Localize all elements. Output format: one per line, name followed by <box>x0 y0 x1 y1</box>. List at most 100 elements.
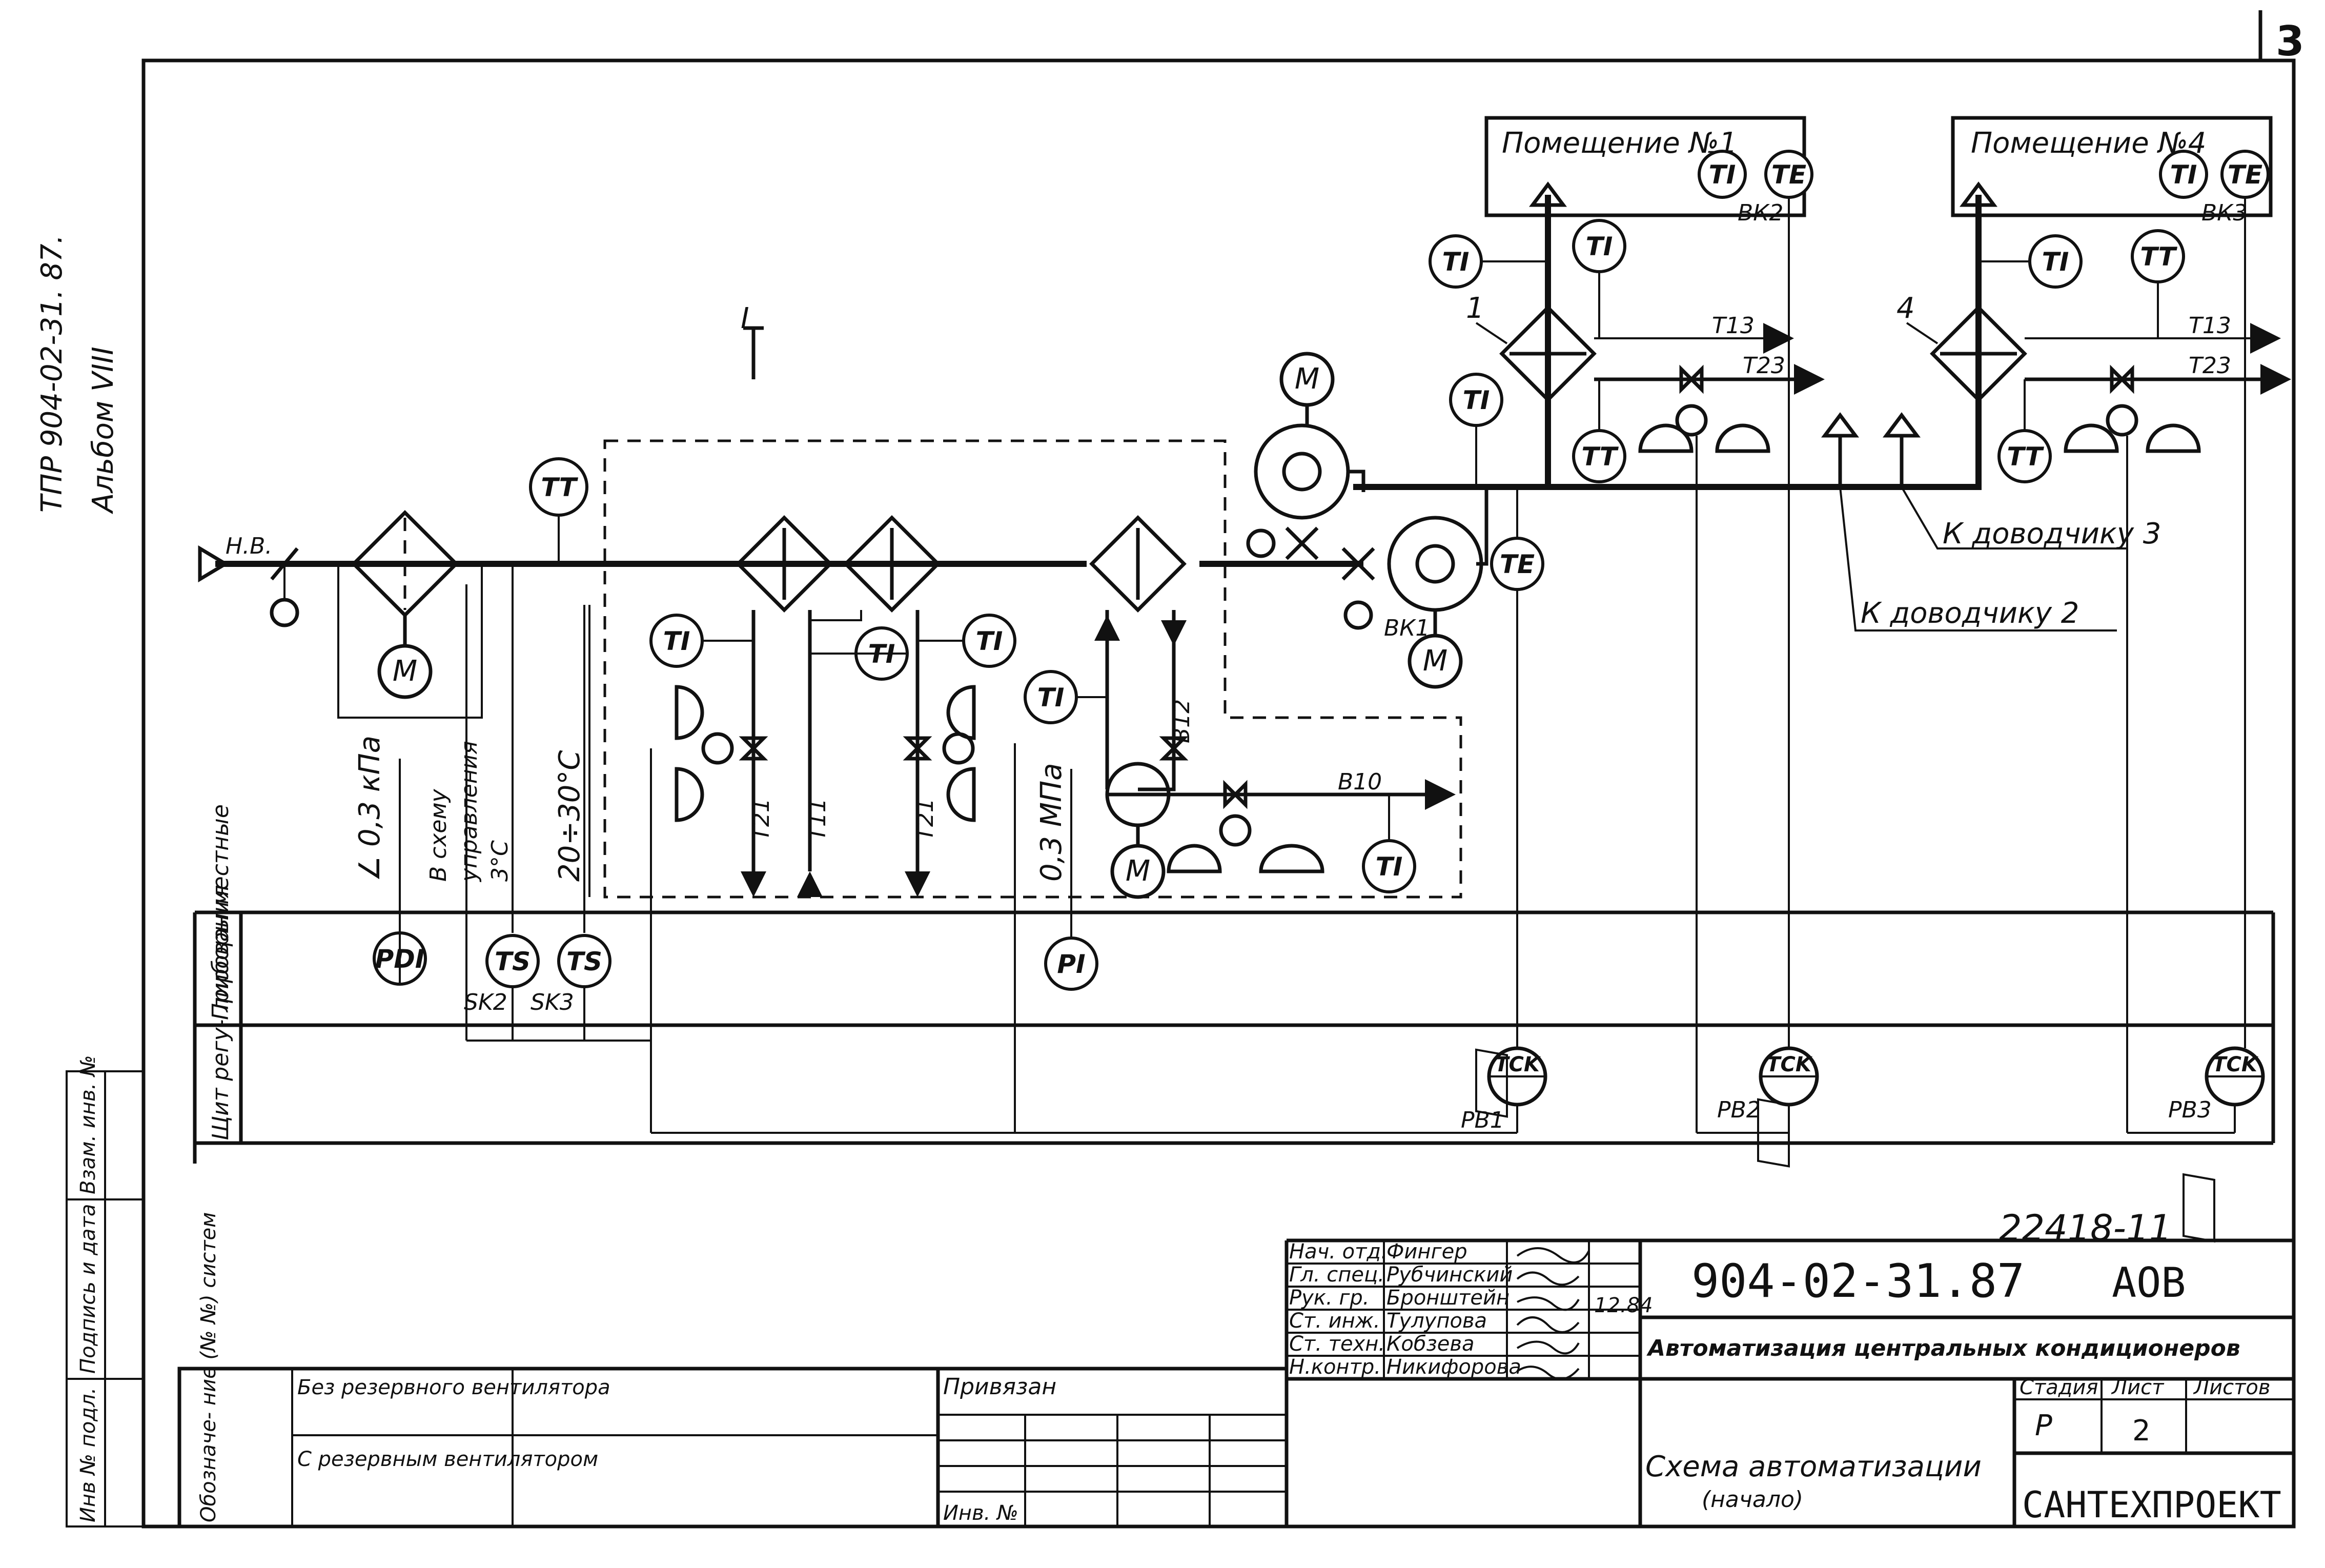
sig-name-4: Тулупова <box>1386 1309 1487 1333</box>
line-b12-label: В12 <box>1169 699 1195 743</box>
sk2-label: SK2 <box>464 989 507 1015</box>
control-text-3: 3°С <box>487 840 513 882</box>
svg-text:TS: TS <box>495 947 531 976</box>
control-valve-4 <box>1223 780 1248 809</box>
pressure-setting: 0,3 МПа <box>1035 763 1068 882</box>
signature-6 <box>1516 1366 1580 1380</box>
signature-3 <box>1517 1296 1580 1311</box>
sheet-title-2: (начало) <box>1702 1486 1803 1513</box>
instrument-ti-room1-duct: TI <box>1572 219 1626 273</box>
fan-damper-1 <box>1246 526 1319 560</box>
svg-text:M: M <box>1295 362 1319 396</box>
system-1: Без резервного вентилятора <box>297 1376 610 1399</box>
side-album: Альбом VIII <box>87 347 120 514</box>
svg-text:TS: TS <box>566 947 602 976</box>
system-2: С резервным вентилятором <box>297 1448 598 1471</box>
svg-text:TI: TI <box>2170 160 2197 190</box>
instrument-tt-room1: TT <box>1572 429 1626 483</box>
sig-name-1: Фингер <box>1386 1240 1467 1264</box>
line-t21-label-b: Т21 <box>912 798 939 841</box>
line-t13-room4: Т13 <box>2189 313 2231 339</box>
room-4-tag: ВК3 <box>2201 200 2247 226</box>
svg-text:TI: TI <box>1463 385 1490 415</box>
sig-role-6: Н.контр. <box>1289 1355 1381 1379</box>
supply-fan-2 <box>1387 516 1483 612</box>
arrow-t11 <box>797 871 823 897</box>
instrument-ti-room1-left: TI <box>1429 234 1483 289</box>
instrument-ti-coil2: TI <box>962 614 1016 668</box>
svg-text:TT: TT <box>1581 442 1619 472</box>
sign-date: 12.84 <box>1594 1294 1653 1317</box>
signal-wiring <box>399 197 2246 1134</box>
control-valve-6 <box>2110 364 2134 394</box>
circulation-pump <box>1105 762 1171 846</box>
room-1-tag: ВК2 <box>1738 200 1783 226</box>
line-t21-label-a: Т21 <box>748 798 774 841</box>
svg-text:TI: TI <box>2042 247 2069 277</box>
instrument-ts-1: TS <box>485 934 540 988</box>
instrument-ti-room1: TI <box>1698 150 1747 199</box>
line-t23-room4: Т23 <box>2189 353 2231 379</box>
sig-name-3: Бронштейн <box>1386 1286 1510 1310</box>
control-valve-3 <box>1159 736 1189 761</box>
instrument-ti-room4: TI <box>2159 150 2208 199</box>
svg-text:TCK: TCK <box>1766 1053 1813 1076</box>
svg-text:PI: PI <box>1057 949 1085 979</box>
svg-text:TCK: TCK <box>1495 1053 1541 1076</box>
cooler-coil <box>1089 515 1187 613</box>
system-header: Обозначе- ние (№ №) систем <box>197 1212 220 1522</box>
room-4: Помещение №4 ВК3 <box>1951 116 2273 226</box>
actuators <box>675 404 2201 873</box>
hatch-1 <box>1475 1048 1508 1118</box>
fan-motor-2: M <box>1408 610 1463 689</box>
signature-1 <box>1516 1247 1590 1264</box>
closer-2-outlet <box>1883 412 1921 438</box>
instrument-tt-room4: TT <box>1997 429 2052 483</box>
privyazan-label: Привязан <box>943 1374 1056 1400</box>
sig-role-3: Рук. гр. <box>1289 1286 1370 1310</box>
supply-header <box>1353 308 1982 490</box>
arrow-t21-a <box>741 871 766 897</box>
heater-coil-2 <box>843 515 941 613</box>
line-t13-room1: Т13 <box>1712 313 1755 339</box>
svg-text:TE: TE <box>1500 549 1535 579</box>
svg-text:TT: TT <box>2007 442 2044 472</box>
svg-text:M: M <box>1423 644 1447 678</box>
heater-4-label: 4 <box>1896 292 1915 325</box>
control-text-1: В схему <box>425 788 452 882</box>
signature-4 <box>1516 1316 1580 1333</box>
svg-text:TI: TI <box>1442 247 1470 277</box>
svg-text:TI: TI <box>1376 852 1403 882</box>
stage-value: Р <box>2035 1409 2052 1442</box>
row-local: Приборы местные <box>208 804 234 1020</box>
regulator-tck-1: TCK РВ1 <box>1461 1046 1547 1133</box>
outdoor-air-label: Н.В. <box>226 533 272 559</box>
svg-text:TCK: TCK <box>2212 1053 2259 1076</box>
instrument-tt-room4-top: TT <box>2131 229 2185 283</box>
unit-enclosure <box>603 439 1462 899</box>
line-t11-label: Т11 <box>805 798 831 841</box>
regulator-tck-2: TCK РВ2 <box>1717 1046 1819 1123</box>
closer-3-label: К доводчику 3 <box>1943 517 2161 551</box>
signature-5 <box>1516 1340 1580 1355</box>
sig-role-4: Ст. инж. <box>1289 1309 1380 1333</box>
hatch-3 <box>2183 1173 2215 1243</box>
heater-1-label: 1 <box>1466 292 1484 325</box>
sig-name-6: Никифорова <box>1386 1355 1521 1379</box>
closer-3-outlet <box>1821 412 1859 438</box>
systems-block: Обозначе- ние (№ №) систем Без резервног… <box>177 1212 940 1529</box>
instrument-ts-2: TS <box>557 934 611 988</box>
room-4-label: Помещение №4 <box>1971 127 2206 160</box>
side-stamp: Инв № подл. Подпись и дата Взам. инв. № <box>66 1055 145 1528</box>
instrument-te-room1: TE <box>1764 150 1813 199</box>
reheater-room-1 <box>1499 305 1597 402</box>
control-valve-1 <box>739 736 768 761</box>
sheet-header: Лист <box>2111 1376 2165 1399</box>
damper-actuator <box>270 598 299 627</box>
heater-coil-1 <box>736 515 833 613</box>
supply-fan-1 <box>1254 423 1365 520</box>
instrument-leaders <box>702 260 2159 841</box>
svg-text:TT: TT <box>2140 242 2177 272</box>
room-1-label: Помещение №1 <box>1502 127 1737 160</box>
